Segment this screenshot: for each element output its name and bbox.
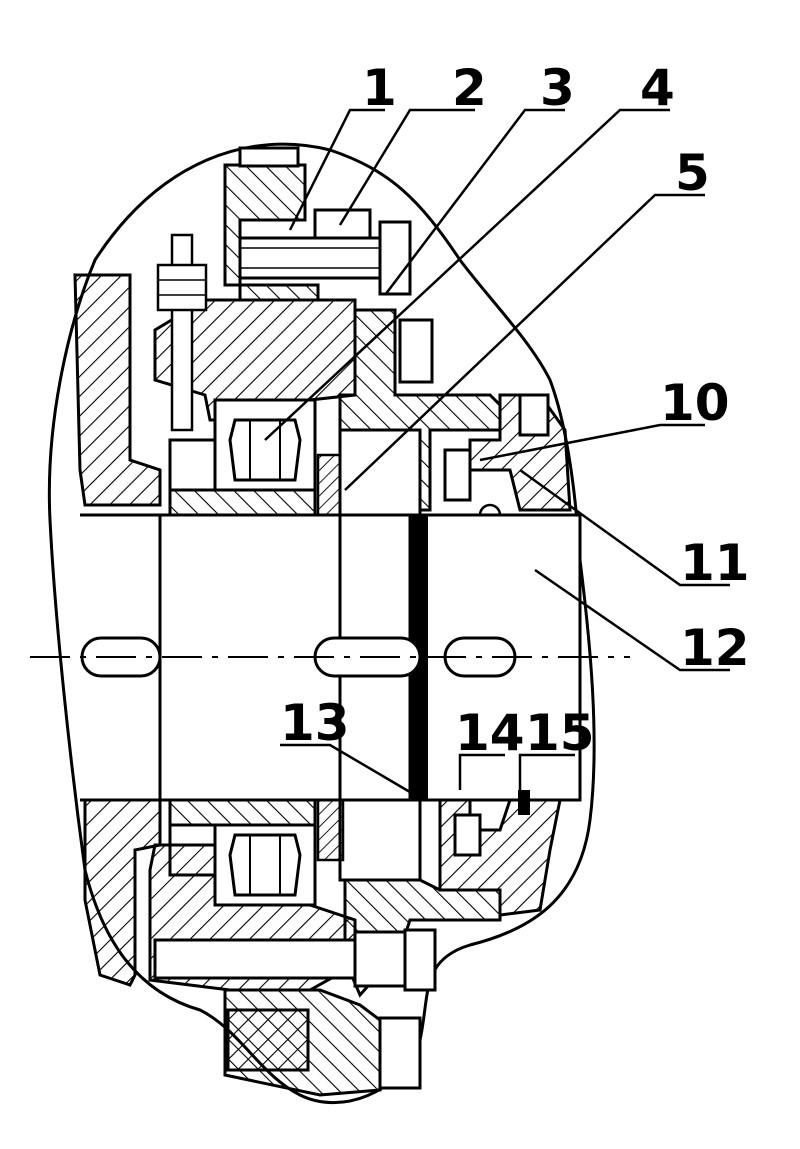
label-15: 15: [525, 704, 595, 762]
leader-14: [458, 753, 505, 790]
thrust-ring-lower-flange: [338, 798, 422, 882]
label-13: 13: [280, 694, 350, 752]
gland-housing-upper: [338, 308, 502, 512]
bottom-hatch-block: [226, 1008, 310, 1072]
leader-13: [280, 743, 416, 797]
bolt-head-upper-right: [518, 393, 550, 437]
label-1: 1: [362, 59, 397, 117]
leader-1: [288, 108, 385, 231]
bottom-bolt-head: [378, 1016, 422, 1090]
label-5: 5: [675, 144, 710, 202]
bolt-head-4: [398, 318, 434, 384]
leader-2: [338, 108, 475, 226]
leader-12: [534, 568, 730, 672]
leader-5: [344, 193, 705, 491]
bolt-lower: [153, 928, 437, 992]
roller-bearing-upper: [168, 398, 317, 517]
leader-4: [264, 108, 670, 441]
label-12: 12: [680, 619, 750, 677]
thrust-ring-upper-flange: [338, 428, 422, 517]
upper-housing-cap: [238, 146, 300, 168]
label-11: 11: [680, 534, 750, 592]
leader-10: [479, 423, 705, 462]
left-flange-lower: [83, 798, 162, 987]
leader-lines: [264, 108, 730, 797]
sleeve-lower: [316, 798, 345, 862]
seal-lip-lower: [453, 813, 482, 857]
label-14: 14: [455, 704, 525, 762]
label-2: 2: [452, 59, 487, 117]
label-3: 3: [540, 59, 575, 117]
seal-lip-upper: [443, 448, 472, 502]
upper-housing: [223, 163, 320, 302]
leader-3: [384, 108, 565, 296]
leader-15: [518, 753, 575, 795]
label-4: 4: [640, 59, 675, 117]
left-flange: [73, 273, 162, 507]
leader-11: [519, 468, 730, 587]
stud-vertical: [156, 233, 208, 432]
label-10: 10: [660, 374, 730, 432]
break-boundary-outline: [47, 142, 596, 1105]
bolt-upper: [238, 208, 412, 296]
seal-spring-lower: [518, 790, 530, 815]
